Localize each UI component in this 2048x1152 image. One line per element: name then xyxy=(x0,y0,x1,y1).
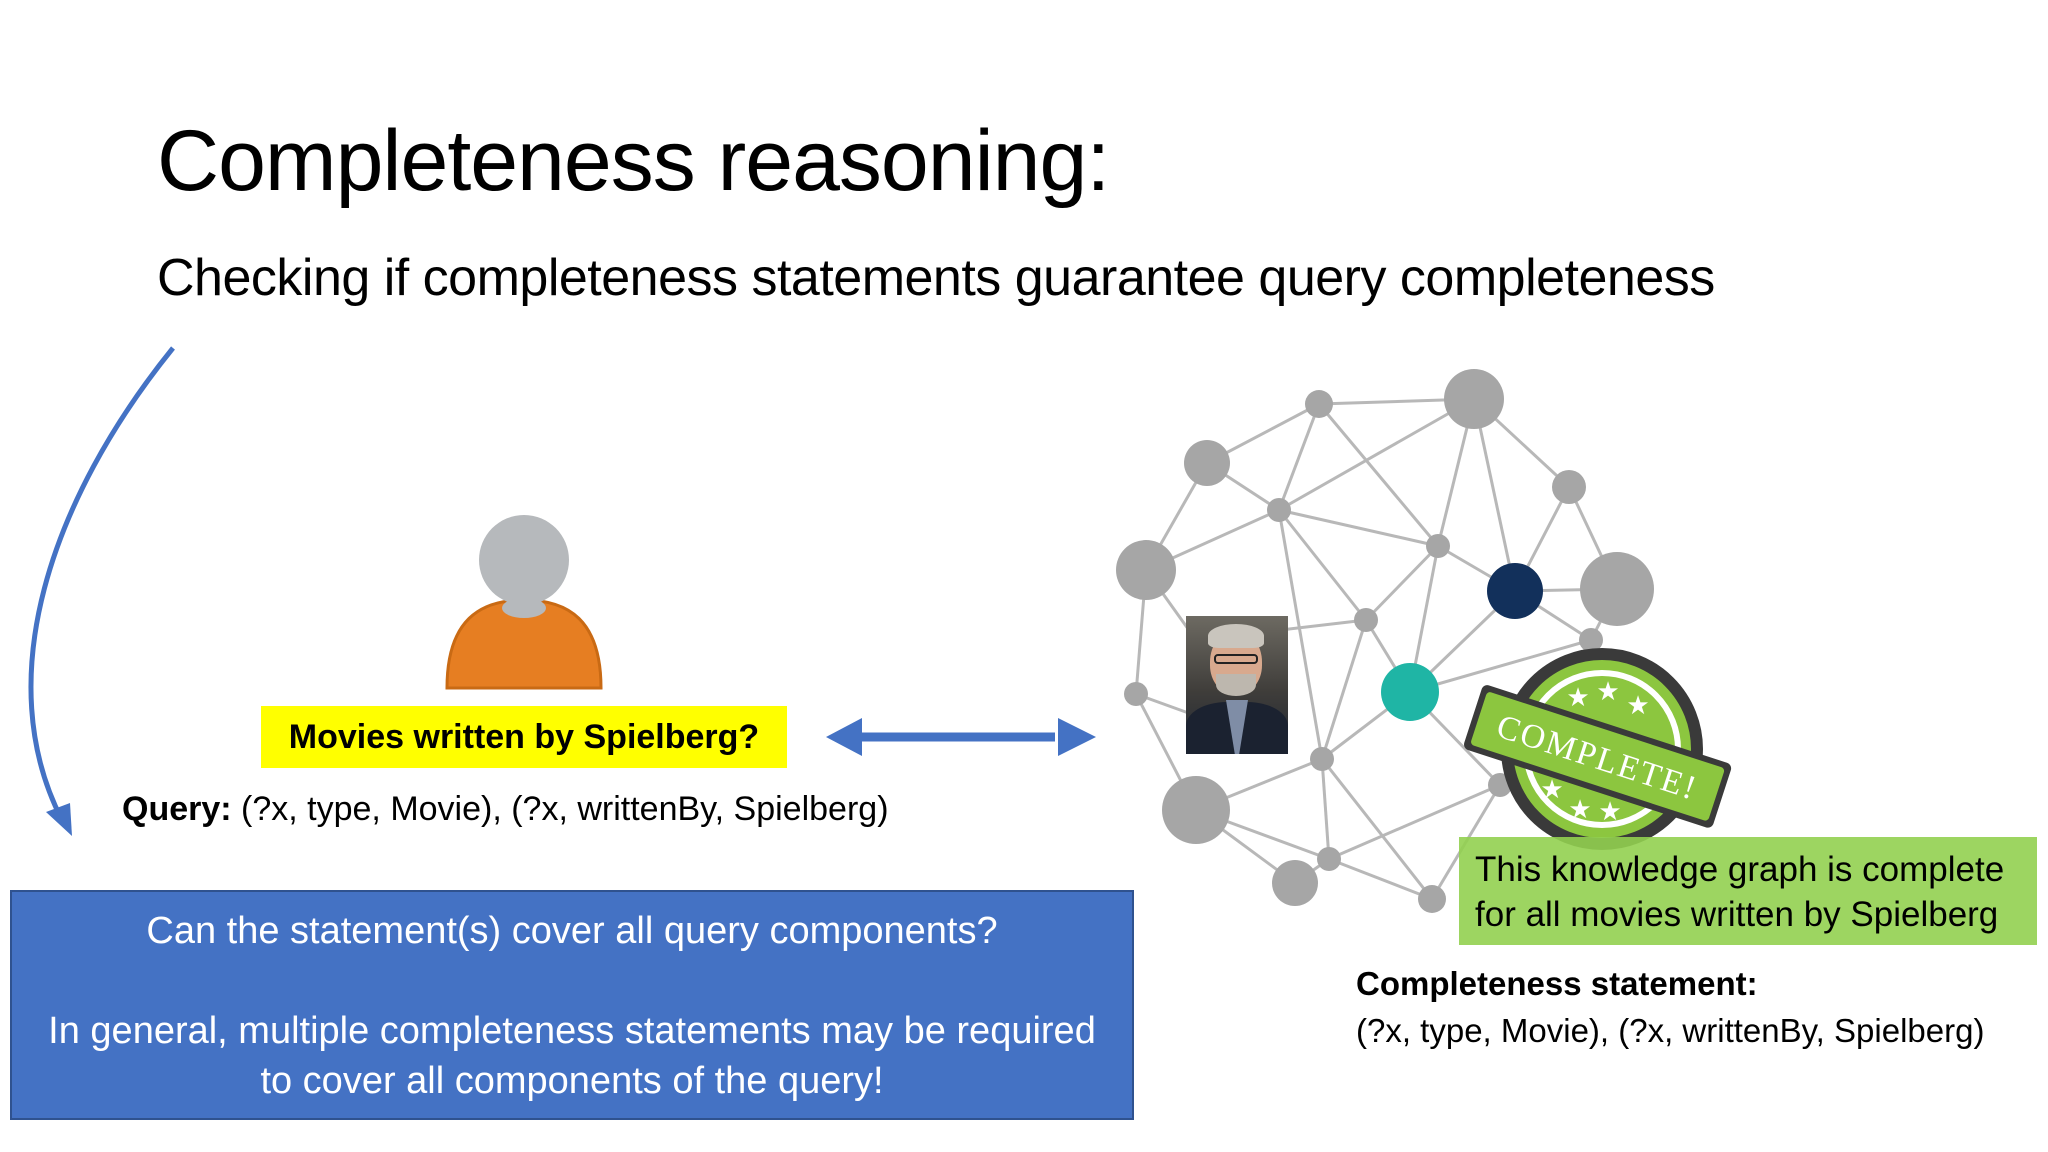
svg-text:★: ★ xyxy=(1626,691,1649,721)
complete-stamp-icon: ★ ★ ★ ★ ★ ★ COMPLETE! xyxy=(1464,648,1732,850)
svg-text:★: ★ xyxy=(1596,677,1619,707)
svg-text:★: ★ xyxy=(1566,683,1589,713)
reasoning-box: Can the statement(s) cover all query com… xyxy=(10,890,1134,1120)
double-arrow-icon xyxy=(826,718,1096,756)
svg-text:★: ★ xyxy=(1568,795,1591,825)
slide-title: Completeness reasoning: xyxy=(157,113,1110,209)
completeness-note: This knowledge graph is complete for all… xyxy=(1459,837,2037,945)
completeness-statement-value: (?x, type, Movie), (?x, writtenBy, Spiel… xyxy=(1356,1012,1985,1049)
query-prefix: Query: xyxy=(122,790,232,828)
knowledge-graph xyxy=(1116,369,1654,913)
curved-arrow-icon xyxy=(28,346,175,836)
query-line: Query: (?x, type, Movie), (?x, writtenBy… xyxy=(122,790,889,829)
slide-subtitle: Checking if completeness statements guar… xyxy=(157,249,1715,307)
user-question-label: Movies written by Spielberg? xyxy=(261,706,787,768)
completeness-note-line-2: for all movies written by Spielberg xyxy=(1475,895,1999,934)
spielberg-photo xyxy=(1186,616,1288,754)
person-icon xyxy=(445,515,603,690)
reasoning-line-2: In general, multiple completeness statem… xyxy=(48,1010,1096,1052)
completeness-note-line-1: This knowledge graph is complete xyxy=(1475,850,2005,889)
svg-text:★: ★ xyxy=(1598,797,1621,827)
svg-text:★: ★ xyxy=(1540,775,1563,805)
completeness-statement-title: Completeness statement: xyxy=(1356,965,1758,1002)
reasoning-line-3: to cover all components of the query! xyxy=(260,1060,884,1102)
reasoning-line-1: Can the statement(s) cover all query com… xyxy=(146,910,998,952)
query-text: (?x, type, Movie), (?x, writtenBy, Spiel… xyxy=(231,790,889,828)
